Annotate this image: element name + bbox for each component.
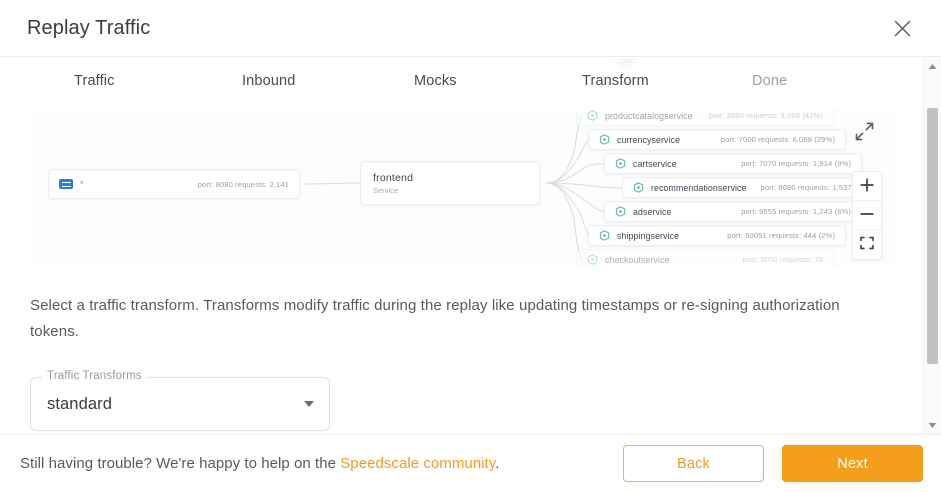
- kubernetes-icon: [587, 254, 598, 265]
- content-scrollbar[interactable]: [923, 57, 941, 434]
- footer-help-suffix: .: [495, 455, 500, 472]
- node-subtitle: Service: [373, 185, 399, 195]
- graph-node-checkoutservice[interactable]: checkoutservice port: 5050 requests: 75: [576, 249, 834, 267]
- graph-node-productcatalogservice[interactable]: productcatalogservice port: 3550 request…: [576, 109, 834, 126]
- transform-description: Select a traffic transform. Transforms m…: [30, 297, 840, 340]
- node-label: currencyservice: [617, 134, 681, 145]
- kubernetes-icon: [615, 206, 626, 217]
- scrollbar-track[interactable]: [924, 75, 941, 416]
- kubernetes-icon: [615, 158, 626, 169]
- graph-node-currencyservice[interactable]: currencyservice port: 7000 requests: 6,0…: [588, 129, 846, 150]
- scrollbar-thumb[interactable]: [927, 108, 938, 364]
- graph-node-frontend[interactable]: frontend Service: [360, 161, 540, 205]
- tab-done: Done: [752, 73, 871, 89]
- caret-up-icon: [928, 57, 937, 75]
- node-label: recommendationservice: [651, 182, 747, 193]
- client-badge-icon: [59, 179, 73, 189]
- node-meta: port: 8080 requests: 2,141: [197, 179, 289, 189]
- zoom-out-button[interactable]: [853, 201, 881, 230]
- node-meta: port: 8080 requests: 1,537 (7%): [760, 183, 871, 192]
- graph-node-recommendationservice[interactable]: recommendationservice port: 8080 request…: [622, 177, 880, 198]
- service-graph-panel[interactable]: * port: 8080 requests: 2,141 frontend Se…: [30, 109, 893, 267]
- dialog-content-scroll: Traffic Inbound Mocks Transform Done: [0, 57, 923, 434]
- dialog-body: Traffic Inbound Mocks Transform Done: [0, 56, 941, 435]
- scroll-up-button[interactable]: [924, 57, 941, 75]
- step-label: Transform: [582, 73, 649, 89]
- caret-down-icon: [928, 416, 937, 434]
- step-label: Inbound: [242, 73, 296, 89]
- node-meta: port: 7000 requests: 6,068 (29%): [720, 135, 835, 144]
- close-button[interactable]: [885, 11, 919, 45]
- node-label: checkoutservice: [605, 254, 670, 265]
- node-label: shippingservice: [617, 230, 680, 241]
- graph-zoom-controls: [852, 171, 882, 260]
- zoom-in-button[interactable]: [853, 172, 881, 201]
- graph-node-shippingservice[interactable]: shippingservice port: 50051 requests: 44…: [588, 225, 846, 246]
- kubernetes-icon: [599, 230, 610, 241]
- kubernetes-icon: [599, 134, 610, 145]
- wizard-stepper: Traffic Inbound Mocks Transform Done: [28, 57, 895, 105]
- node-meta: port: 3550 requests: 9,368 (41%): [708, 111, 823, 120]
- expand-graph-button[interactable]: [851, 121, 877, 147]
- minus-icon: [860, 207, 874, 224]
- node-meta: port: 7070 requests: 1,914 (9%): [741, 159, 851, 168]
- kubernetes-icon: [633, 182, 644, 193]
- node-label: frontend: [373, 171, 414, 184]
- chevron-down-icon[interactable]: [304, 401, 314, 407]
- tab-mocks[interactable]: Mocks: [414, 73, 582, 89]
- graph-node-cartservice[interactable]: cartservice port: 7070 requests: 1,914 (…: [604, 153, 862, 174]
- next-button[interactable]: Next: [782, 445, 923, 482]
- footer-help-prefix: Still having trouble? We're happy to hel…: [20, 455, 341, 472]
- node-meta: port: 5050 requests: 75: [742, 255, 823, 264]
- fit-view-button[interactable]: [853, 230, 881, 259]
- dialog-footer: Still having trouble? We're happy to hel…: [0, 435, 941, 492]
- graph-node-client[interactable]: * port: 8080 requests: 2,141: [48, 169, 300, 199]
- expand-arrows-icon: [855, 122, 874, 146]
- graph-node-adservice[interactable]: adservice port: 9555 requests: 1,243 (6%…: [604, 201, 862, 222]
- node-label: productcatalogservice: [605, 110, 693, 121]
- scroll-down-button[interactable]: [924, 416, 941, 434]
- tab-inbound[interactable]: Inbound: [242, 73, 414, 89]
- fit-screen-icon: [860, 236, 874, 253]
- node-label: cartservice: [633, 158, 677, 169]
- footer-help-text: Still having trouble? We're happy to hel…: [20, 455, 499, 472]
- speedscale-community-link[interactable]: Speedscale community: [340, 455, 496, 472]
- close-icon: [894, 20, 911, 37]
- tab-traffic[interactable]: Traffic: [74, 73, 242, 89]
- traffic-transforms-select[interactable]: Traffic Transforms standard: [30, 370, 330, 431]
- plus-icon: [860, 177, 874, 195]
- tab-transform[interactable]: Transform: [582, 59, 752, 89]
- step-label: Mocks: [414, 73, 457, 89]
- traffic-transforms-value: standard: [47, 394, 113, 413]
- step-label: Traffic: [74, 73, 115, 89]
- step-label: Done: [752, 73, 788, 89]
- node-label: *: [80, 179, 84, 189]
- node-meta: port: 9555 requests: 1,243 (6%): [741, 207, 851, 216]
- service-graph-canvas[interactable]: * port: 8080 requests: 2,141 frontend Se…: [30, 109, 893, 267]
- dialog-header: Replay Traffic: [0, 0, 941, 56]
- node-meta: port: 50051 requests: 444 (2%): [727, 231, 835, 240]
- traffic-transforms-label: Traffic Transforms: [42, 370, 147, 382]
- back-button[interactable]: Back: [623, 445, 764, 482]
- node-label: adservice: [633, 206, 672, 217]
- page-title: Replay Traffic: [27, 16, 151, 39]
- kubernetes-icon: [587, 110, 598, 121]
